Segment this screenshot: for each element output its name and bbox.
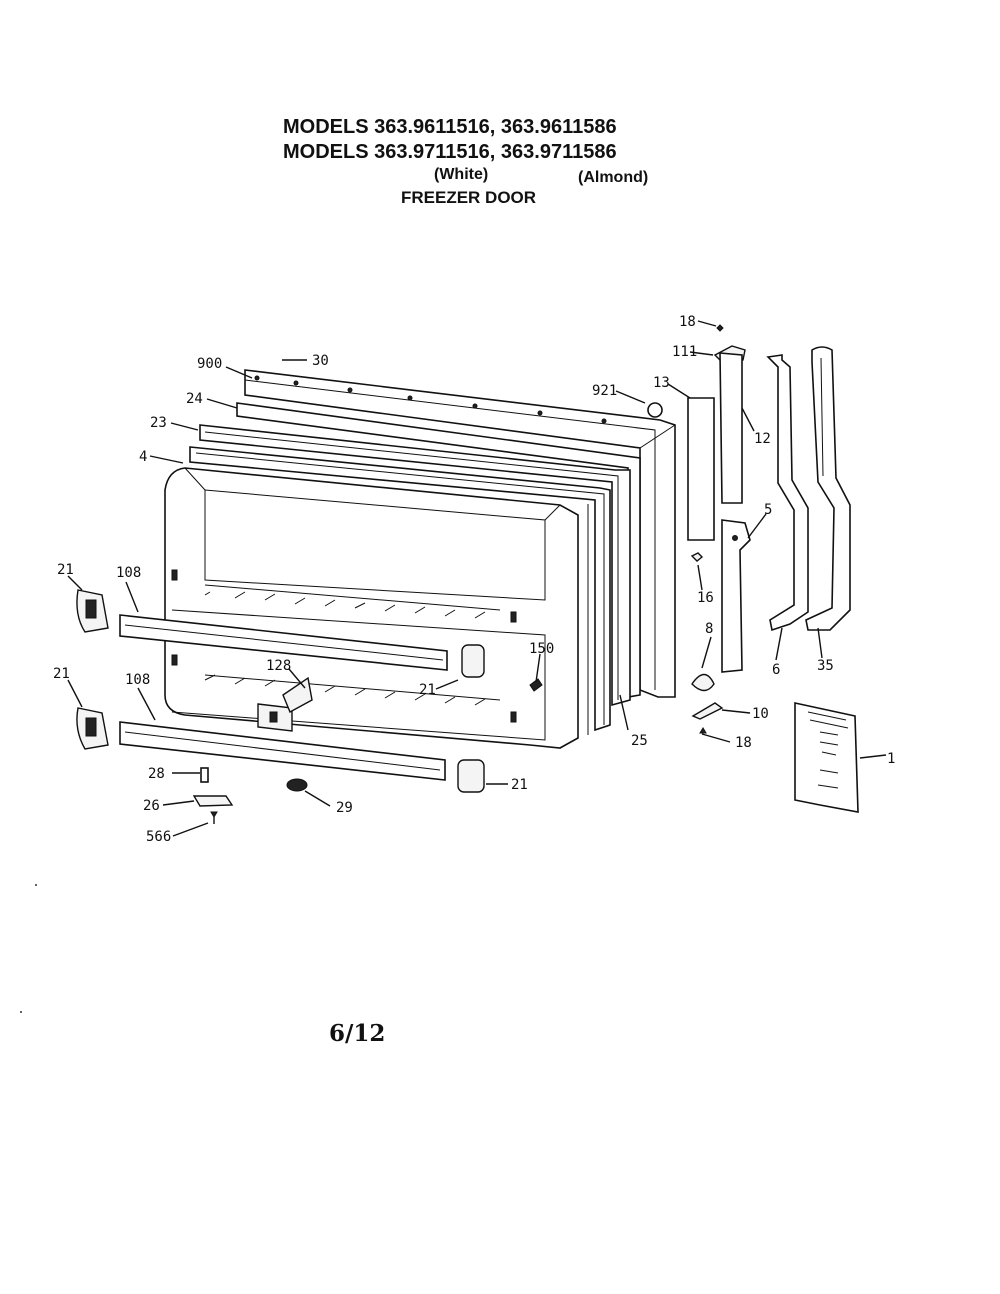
door-shelf-bars bbox=[119, 614, 485, 793]
callout-21-middle: 21 bbox=[419, 682, 436, 698]
callout-labels: 18 111 30 900 921 13 24 23 12 4 5 21 108… bbox=[53, 314, 895, 845]
callout-111: 111 bbox=[672, 344, 697, 360]
callout-18-top: 18 bbox=[679, 314, 696, 330]
callout-18-bottom: 18 bbox=[735, 735, 752, 751]
callout-13: 13 bbox=[653, 375, 670, 391]
callout-5: 5 bbox=[764, 502, 772, 518]
callout-4: 4 bbox=[139, 449, 147, 465]
scan-speck bbox=[35, 884, 37, 886]
callout-128: 128 bbox=[266, 658, 291, 674]
callout-8: 8 bbox=[705, 621, 713, 637]
callout-566: 566 bbox=[146, 829, 171, 845]
white-label: (White) bbox=[434, 166, 489, 183]
inner-door-liner bbox=[164, 467, 579, 749]
callout-24: 24 bbox=[186, 391, 203, 407]
callout-6: 6 bbox=[772, 662, 780, 678]
callout-108-upper: 108 bbox=[116, 565, 141, 581]
models-line-2: MODELS 363.9711516, 363.9711586 bbox=[283, 141, 617, 163]
hinge-and-handle-parts bbox=[687, 324, 859, 813]
shelf-bracket bbox=[257, 676, 543, 732]
callout-16: 16 bbox=[697, 590, 714, 606]
section-title: FREEZER DOOR bbox=[401, 188, 537, 207]
small-hardware-bottom bbox=[192, 767, 308, 824]
shelf-end-cap-21d bbox=[457, 759, 485, 793]
leader-lines bbox=[67, 320, 887, 837]
almond-label: (Almond) bbox=[578, 169, 649, 186]
callout-26: 26 bbox=[143, 798, 160, 814]
callout-150: 150 bbox=[529, 641, 554, 657]
page-number: 6/12 bbox=[329, 1020, 386, 1047]
callout-1: 1 bbox=[887, 751, 895, 767]
callout-21-upper-left: 21 bbox=[57, 562, 74, 578]
callout-25: 25 bbox=[631, 733, 648, 749]
shelf-end-cap-21b bbox=[461, 644, 485, 678]
callout-900: 900 bbox=[197, 356, 222, 372]
callout-29: 29 bbox=[336, 800, 353, 816]
outer-door-panel bbox=[244, 369, 676, 698]
scan-speck bbox=[20, 1011, 22, 1013]
callout-23: 23 bbox=[150, 415, 167, 431]
shelf-end-caps-left bbox=[76, 589, 109, 750]
callout-30: 30 bbox=[312, 353, 329, 369]
callout-21-bottom: 21 bbox=[511, 777, 528, 793]
models-line-1: MODELS 363.9611516, 363.9611586 bbox=[283, 116, 617, 138]
callout-10: 10 bbox=[752, 706, 769, 722]
callout-21-lower-left: 21 bbox=[53, 666, 70, 682]
callout-12: 12 bbox=[754, 431, 771, 447]
callout-108-lower: 108 bbox=[125, 672, 150, 688]
callout-921: 921 bbox=[592, 383, 617, 399]
callout-35: 35 bbox=[817, 658, 834, 674]
callout-28: 28 bbox=[148, 766, 165, 782]
